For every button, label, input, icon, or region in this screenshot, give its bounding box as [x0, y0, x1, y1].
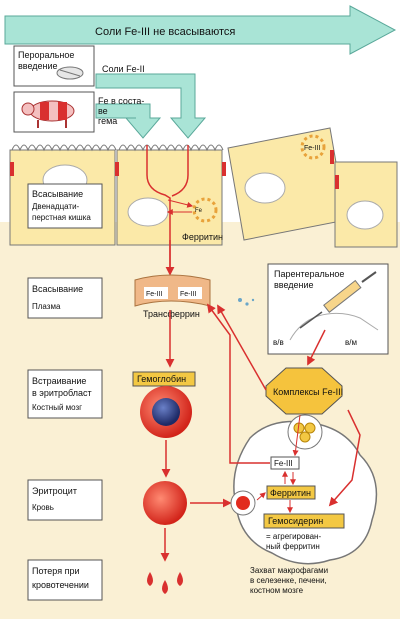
svg-text:в селезенке, печени,: в селезенке, печени, — [250, 576, 327, 585]
svg-text:Fe-III: Fe-III — [304, 145, 320, 152]
svg-text:= агрегирован-: = агрегирован- — [266, 532, 321, 541]
svg-text:Гемоглобин: Гемоглобин — [137, 374, 186, 384]
svg-text:Fe-III: Fe-III — [274, 459, 293, 468]
svg-text:Плазма: Плазма — [32, 302, 61, 311]
svg-text:Fe в соста-: Fe в соста- — [98, 96, 144, 106]
svg-text:Fe: Fe — [195, 208, 203, 214]
svg-text:Кровь: Кровь — [32, 503, 54, 512]
svg-text:Fe-III: Fe-III — [146, 291, 162, 298]
parenteral-box: Парентеральное введение в/в в/м — [267, 263, 389, 355]
svg-text:кровотечении: кровотечении — [32, 580, 89, 590]
banner-text: Соли Fe-III не всасываются — [95, 26, 235, 38]
pig-icon — [21, 100, 75, 128]
svg-text:Ферритин: Ферритин — [270, 488, 311, 498]
erythroblast — [140, 386, 192, 438]
macrophage: Fe-III Ферритин Гемосидерин = агрегирова… — [230, 414, 378, 565]
svg-text:костном мозге: костном мозге — [250, 586, 304, 595]
section-absorption-plasma: Всасывание Плазма — [27, 277, 103, 319]
fe2-arrow — [95, 73, 207, 139]
blood-drops-icon — [147, 572, 183, 594]
transferrin-label: Трансферрин — [143, 309, 200, 319]
svg-text:Двенадцати-: Двенадцати- — [32, 202, 80, 211]
ferritin-cluster: Fe — [192, 197, 218, 223]
syringe-icon — [299, 271, 377, 329]
svg-text:Парентеральное: Парентеральное — [274, 269, 344, 279]
section-erythrocyte: Эритроцит Кровь — [27, 479, 103, 521]
svg-text:Fe-III: Fe-III — [180, 291, 196, 298]
transferrin: Fe-III Fe-III — [134, 274, 211, 307]
section-absorption-gut: Всасывание Двенадцати- перстная кишка — [27, 183, 103, 229]
ferritin-cluster-2: Fe-III — [300, 134, 326, 160]
svg-text:перстная кишка: перстная кишка — [32, 213, 91, 222]
svg-text:Встраивание: Встраивание — [32, 376, 86, 386]
svg-text:Комплексы Fe-III: Комплексы Fe-III — [273, 387, 343, 397]
pill-icon — [56, 66, 84, 80]
erythrocyte — [143, 481, 187, 525]
svg-text:ный ферритин: ный ферритин — [266, 542, 320, 551]
svg-text:в/в: в/в — [273, 338, 284, 347]
banner-arrow: Соли Fe-III не всасываются — [4, 5, 397, 55]
hemoglobin-box: Гемоглобин — [132, 371, 196, 387]
section-incorporation: Встраивание в эритробласт Костный мозг — [27, 369, 103, 419]
svg-text:Пероральное: Пероральное — [18, 50, 74, 60]
heme-box — [13, 91, 95, 133]
svg-text:в эритробласт: в эритробласт — [32, 388, 92, 398]
svg-text:Всасывание: Всасывание — [32, 189, 83, 199]
svg-text:Костный мозг: Костный мозг — [32, 403, 82, 412]
svg-text:Захват макрофагами: Захват макрофагами — [250, 566, 328, 575]
svg-text:Всасывание: Всасывание — [32, 284, 83, 294]
svg-text:Эритроцит: Эритроцит — [32, 486, 77, 496]
fe2-salts-label: Соли Fe-II — [102, 64, 145, 74]
oral-intake-box: Пероральное введение — [13, 45, 95, 87]
svg-text:гема: гема — [98, 116, 117, 126]
ferritin-label: Ферритин — [182, 232, 223, 242]
svg-text:Потеря при: Потеря при — [32, 566, 80, 576]
svg-text:ве: ве — [98, 106, 108, 116]
svg-text:Гемосидерин: Гемосидерин — [268, 516, 323, 526]
svg-text:введение: введение — [274, 280, 314, 290]
svg-text:в/м: в/м — [345, 338, 357, 347]
heme-arrow — [95, 103, 162, 139]
section-loss: Потеря при кровотечении — [27, 559, 103, 601]
svg-text:введение: введение — [18, 61, 58, 71]
